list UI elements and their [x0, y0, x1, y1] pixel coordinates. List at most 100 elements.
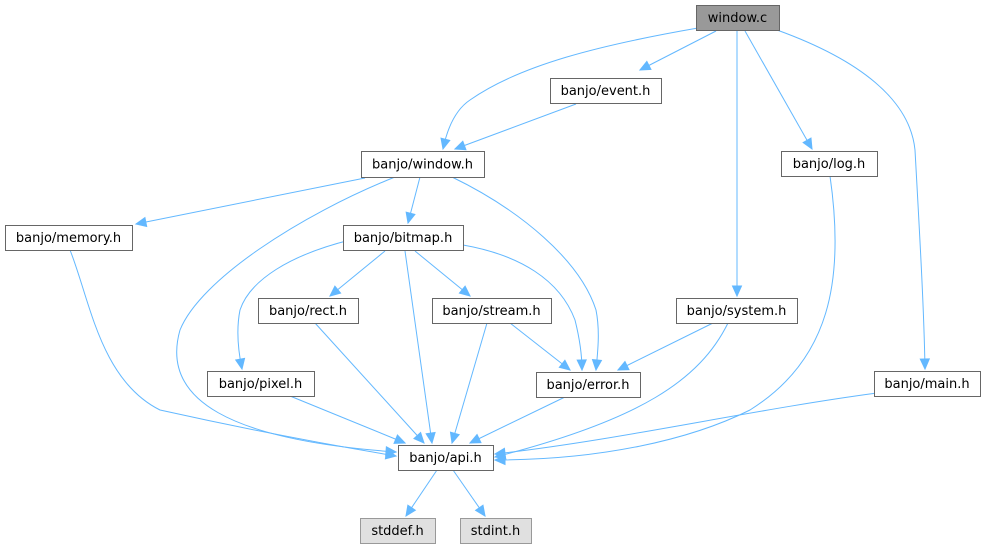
arrowhead-icon — [425, 431, 436, 445]
edge-line — [494, 175, 836, 461]
edge-window_c-to-main — [776, 29, 931, 371]
node-label: banjo/api.h — [409, 451, 482, 466]
arrowhead-icon — [384, 449, 398, 460]
arrowhead-icon — [329, 285, 342, 297]
node-label: banjo/rect.h — [269, 304, 347, 319]
node-label: banjo/event.h — [561, 84, 651, 99]
edge-line — [329, 250, 386, 297]
edge-line — [617, 322, 714, 371]
node-rect[interactable]: banjo/rect.h — [258, 298, 359, 324]
edge-main-to-api — [493, 392, 878, 459]
edge-line — [494, 392, 878, 455]
node-main[interactable]: banjo/main.h — [874, 371, 981, 397]
node-stream[interactable]: banjo/stream.h — [432, 298, 552, 324]
edge-rect-to-api — [314, 322, 425, 444]
edge-event-to-window_h — [453, 103, 577, 151]
node-api[interactable]: banjo/api.h — [398, 445, 494, 471]
edge-api-to-stdint — [452, 469, 486, 518]
node-error[interactable]: banjo/error.h — [536, 372, 641, 398]
edge-bitmap-to-error — [462, 244, 587, 372]
arrowhead-icon — [616, 360, 630, 371]
node-label: banjo/stream.h — [442, 304, 540, 319]
node-label: banjo/bitmap.h — [354, 231, 453, 246]
edge-bitmap-to-pixel — [234, 239, 351, 371]
node-window-h[interactable]: banjo/window.h — [361, 151, 485, 178]
edge-bitmap-to-stream — [414, 250, 471, 297]
arrowhead-icon — [802, 137, 813, 151]
node-box — [398, 445, 494, 471]
edge-window_c-to-window_h — [440, 27, 699, 151]
arrowhead-icon — [458, 285, 471, 297]
arrowhead-icon — [493, 454, 506, 466]
node-pixel[interactable]: banjo/pixel.h — [207, 371, 315, 397]
arrowhead-icon — [393, 434, 407, 444]
arrowhead-icon — [468, 433, 482, 444]
node-system[interactable]: banjo/system.h — [676, 298, 798, 324]
arrowhead-icon — [449, 431, 461, 445]
edge-memory-to-api — [69, 249, 398, 460]
arrowhead-icon — [234, 357, 246, 371]
edge-bitmap-to-api — [404, 250, 436, 445]
arrowhead-icon — [413, 431, 425, 444]
node-label: stddef.h — [371, 524, 423, 539]
edge-line — [414, 250, 471, 297]
node-box — [343, 225, 464, 251]
node-bitmap[interactable]: banjo/bitmap.h — [343, 225, 464, 251]
edge-window_h-to-bitmap — [405, 176, 421, 225]
edge-line — [494, 322, 729, 458]
node-log[interactable]: banjo/log.h — [781, 151, 878, 177]
edge-window_c-to-system — [731, 31, 743, 298]
edge-line — [404, 250, 433, 444]
node-stddef: stddef.h — [360, 518, 436, 544]
arrowhead-icon — [731, 285, 743, 298]
node-memory[interactable]: banjo/memory.h — [5, 225, 133, 251]
arrowhead-icon — [405, 504, 417, 518]
edge-window_c-to-event — [638, 30, 717, 71]
node-label: banjo/system.h — [687, 304, 787, 319]
arrowhead-icon — [638, 60, 652, 71]
node-label: stdint.h — [471, 524, 520, 539]
edge-window_h-to-memory — [134, 177, 366, 228]
edge-line — [462, 244, 583, 371]
node-event[interactable]: banjo/event.h — [550, 78, 662, 104]
edge-line — [442, 27, 699, 150]
edge-stream-to-error — [509, 322, 571, 371]
node-box — [550, 78, 662, 104]
node-label: banjo/log.h — [793, 157, 866, 172]
node-box — [361, 151, 485, 178]
edge-line — [69, 249, 397, 457]
arrowhead-icon — [405, 211, 416, 225]
edge-stream-to-api — [449, 322, 488, 445]
edge-window_h-to-error — [451, 176, 603, 372]
node-label: banjo/memory.h — [16, 231, 121, 246]
edge-line — [237, 239, 351, 370]
edge-line — [135, 177, 366, 225]
edge-line — [639, 30, 717, 71]
node-window-c[interactable]: window.c — [696, 5, 780, 31]
edge-line — [509, 322, 571, 371]
edge-system-to-error — [616, 322, 714, 371]
node-box — [536, 372, 641, 398]
node-stdint: stdint.h — [460, 518, 532, 544]
node-label: banjo/main.h — [884, 377, 969, 392]
edge-pixel-to-api — [289, 395, 407, 444]
arrowhead-icon — [440, 137, 451, 151]
node-label: banjo/pixel.h — [219, 377, 303, 392]
edge-line — [776, 29, 926, 370]
arrowhead-icon — [591, 359, 603, 372]
node-box — [696, 5, 780, 31]
edge-api-to-stddef — [405, 469, 438, 518]
node-label: banjo/window.h — [372, 158, 473, 173]
edge-line — [744, 30, 813, 150]
edge-line — [289, 395, 406, 444]
node-box — [360, 518, 436, 544]
node-box — [207, 371, 315, 397]
edge-error-to-api — [468, 396, 566, 444]
arrowhead-icon — [453, 140, 467, 151]
arrowhead-icon — [134, 216, 148, 228]
edge-line — [314, 322, 425, 444]
node-box — [258, 298, 359, 324]
arrowhead-icon — [474, 504, 486, 518]
arrowhead-icon — [576, 359, 587, 372]
node-label: banjo/error.h — [546, 378, 629, 393]
